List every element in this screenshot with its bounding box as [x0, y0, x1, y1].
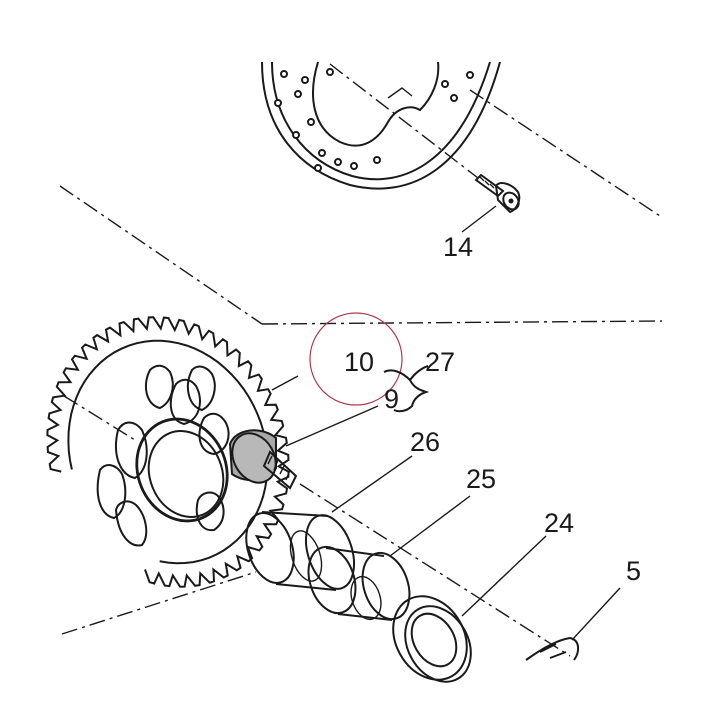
leader-26	[331, 455, 413, 513]
axle-axis-left	[63, 395, 136, 441]
bearing-25	[307, 545, 411, 621]
label-25: 25	[466, 464, 496, 494]
leader-9	[285, 405, 379, 447]
sprocket	[46, 316, 290, 588]
washer-24	[392, 595, 472, 683]
disc-bolt	[474, 173, 521, 214]
disc-vent-holes	[274, 68, 474, 172]
label-9: 9	[384, 384, 399, 414]
leader-sprocket	[271, 375, 299, 391]
label-27: 27	[425, 347, 455, 377]
label-5: 5	[626, 556, 641, 586]
disc-axis-line	[469, 89, 661, 217]
brake-disc	[261, 61, 501, 190]
spacer-26	[245, 511, 355, 591]
label-26: 26	[410, 427, 440, 457]
axle-axis-right	[299, 483, 571, 657]
sprocket-stud	[228, 429, 298, 490]
leader-25	[389, 495, 471, 557]
axis-left-diagonal	[59, 185, 263, 325]
label-24: 24	[544, 508, 574, 538]
sprocket-inner-rim	[67, 339, 269, 565]
lower-axis	[61, 571, 257, 635]
sprocket-teeth-outline	[46, 316, 290, 588]
leader-5	[571, 587, 621, 641]
leader-14	[461, 205, 497, 233]
disc-bolt-axis	[329, 63, 479, 179]
sprocket-teeth	[46, 316, 290, 588]
label-10: 10	[344, 347, 374, 377]
part-5	[525, 636, 580, 661]
brace-27	[383, 365, 430, 413]
label-14: 14	[443, 232, 473, 262]
axis-horizontal	[261, 320, 663, 325]
highlight-circle	[309, 312, 403, 406]
leader-24	[461, 535, 547, 617]
